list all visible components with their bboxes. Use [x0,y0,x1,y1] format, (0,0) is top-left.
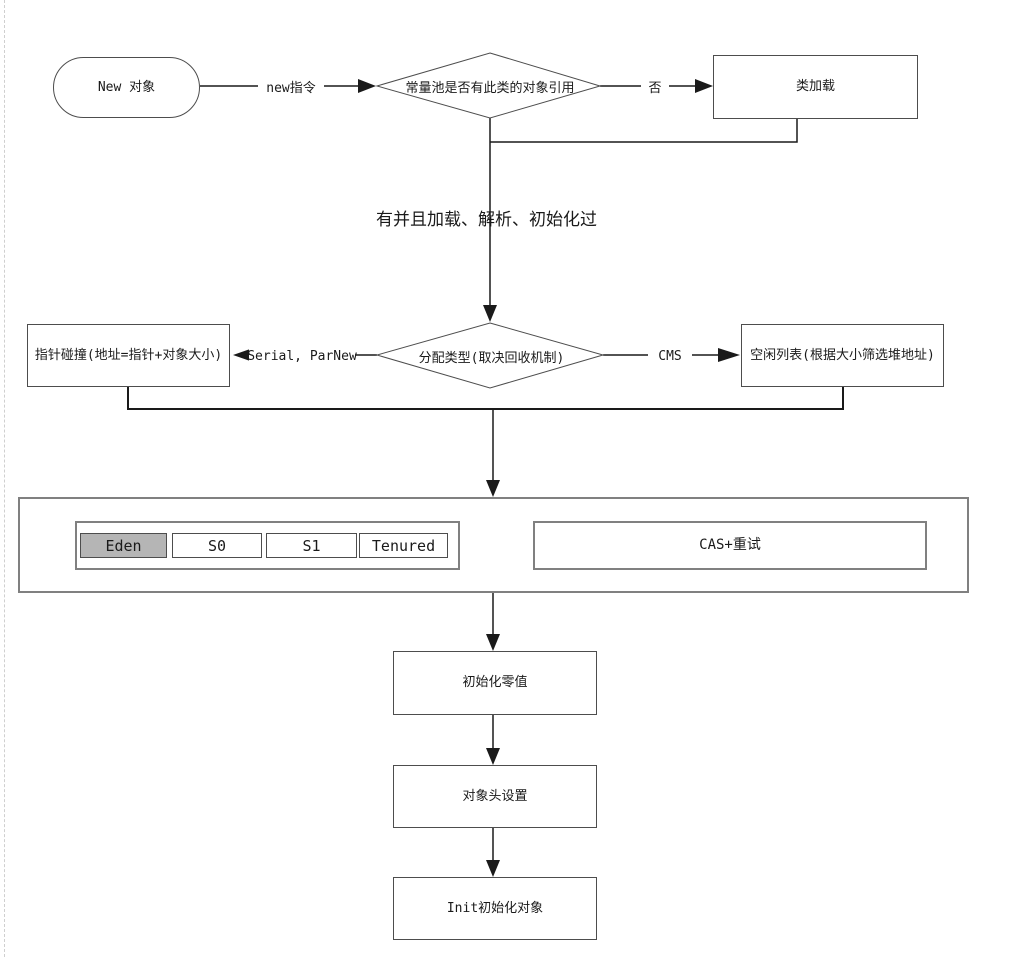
heap-region-eden: Eden [80,533,167,558]
init-zero-node: 初始化零值 [393,651,597,715]
arrowhead-into-initzero [486,634,500,651]
object-header-node: 对象头设置 [393,765,597,828]
heap-region-s1: S1 [266,533,357,558]
arrowhead-into-freelist [718,348,740,362]
init-object-node: Init初始化对象 [393,877,597,940]
free-list-node: 空闲列表(根据大小筛选堆地址) [741,324,944,387]
edge-label-no: 否 [641,78,669,96]
heap-region-tenured: Tenured [359,533,448,558]
arrowhead-into-decision2 [483,305,497,322]
start-node: New 对象 [53,57,200,118]
decision-constant-pool-shape [375,52,602,119]
edge-label-serial-parnew: Serial, ParNew [247,348,357,364]
edge-label-cms: CMS [648,348,692,364]
arrowhead-new-instruction [358,79,376,93]
decision-alloc-type-shape [375,322,605,389]
connector-merge-bar [127,387,844,410]
decision-alloc-type-label: 分配类型(取决回收机制) [418,350,565,366]
arrowhead-into-header [486,748,500,765]
cas-retry-node: CAS+重试 [533,521,927,570]
edge-label-new-instruction: new指令 [258,78,324,96]
page-left-dashed-border [4,0,5,957]
pointer-bump-node: 指针碰撞(地址=指针+对象大小) [27,324,230,387]
class-load-node: 类加载 [713,55,918,119]
arrowhead-into-initobject [486,860,500,877]
edge-label-loaded-parsed-initialized: 有并且加载、解析、初始化过 [376,209,597,230]
arrowhead-into-heap [486,480,500,497]
arrowhead-into-pointerbump [233,348,253,362]
decision-constant-pool-label: 常量池是否有此类的对象引用 [405,80,575,96]
connector-classload-return [490,119,798,143]
heap-region-s0: S0 [172,533,262,558]
arrowhead-no [695,79,713,93]
